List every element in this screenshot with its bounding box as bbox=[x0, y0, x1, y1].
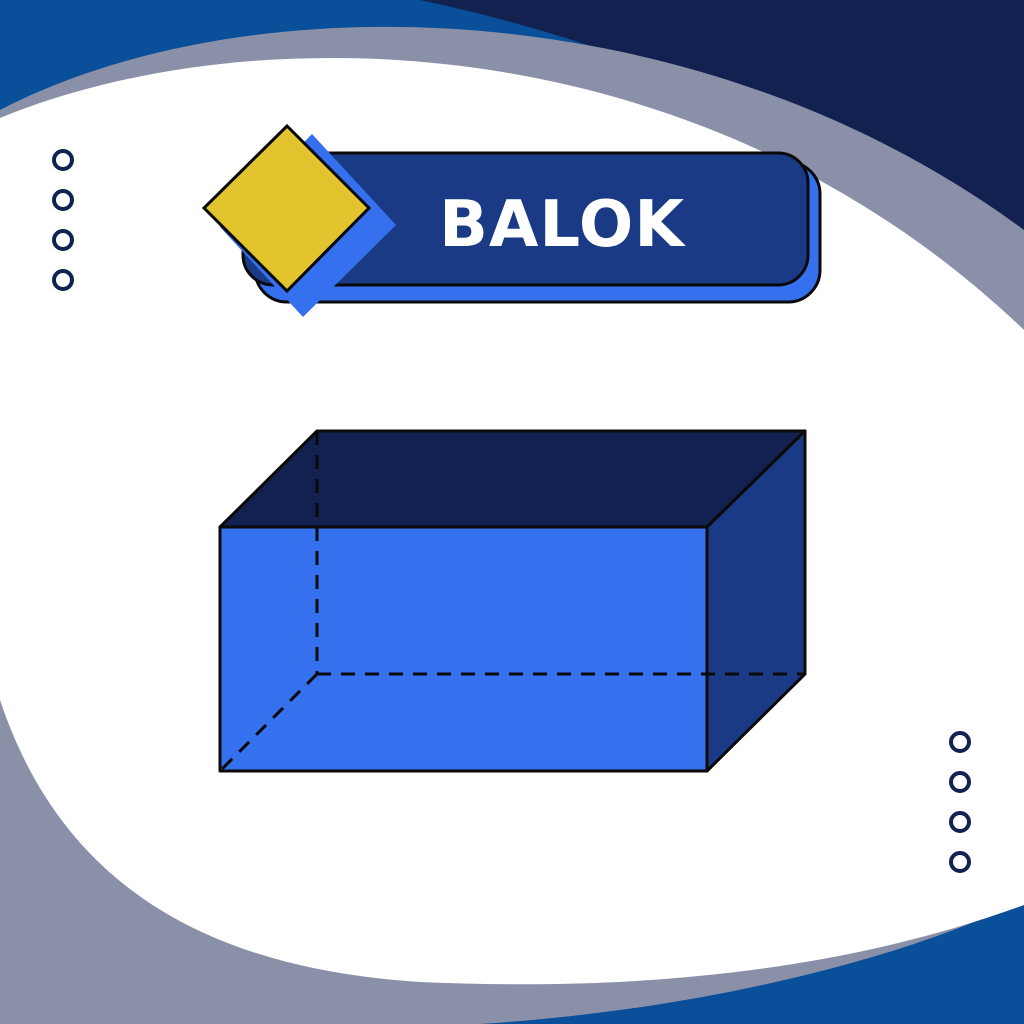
page-title: BALOK bbox=[439, 188, 686, 262]
decor-circle bbox=[52, 269, 74, 291]
decor-circle bbox=[949, 811, 971, 833]
cuboid-top-face bbox=[218, 429, 807, 529]
decor-circle bbox=[949, 771, 971, 793]
decor-circle bbox=[52, 229, 74, 251]
decor-circle bbox=[52, 149, 74, 171]
decor-circle bbox=[949, 731, 971, 753]
title-badge: BALOK bbox=[201, 123, 822, 317]
left-circle-column bbox=[52, 149, 74, 291]
cuboid bbox=[218, 429, 807, 773]
bg-royal-bottom-right bbox=[480, 900, 1024, 1024]
cuboid-front-face bbox=[218, 525, 709, 773]
decor-circle bbox=[52, 189, 74, 211]
hidden-edges bbox=[218, 431, 805, 773]
bg-navy-top-right bbox=[420, 0, 1024, 330]
yellow-diamond bbox=[201, 123, 372, 294]
right-circle-column bbox=[949, 731, 971, 873]
decor-circle bbox=[949, 851, 971, 873]
